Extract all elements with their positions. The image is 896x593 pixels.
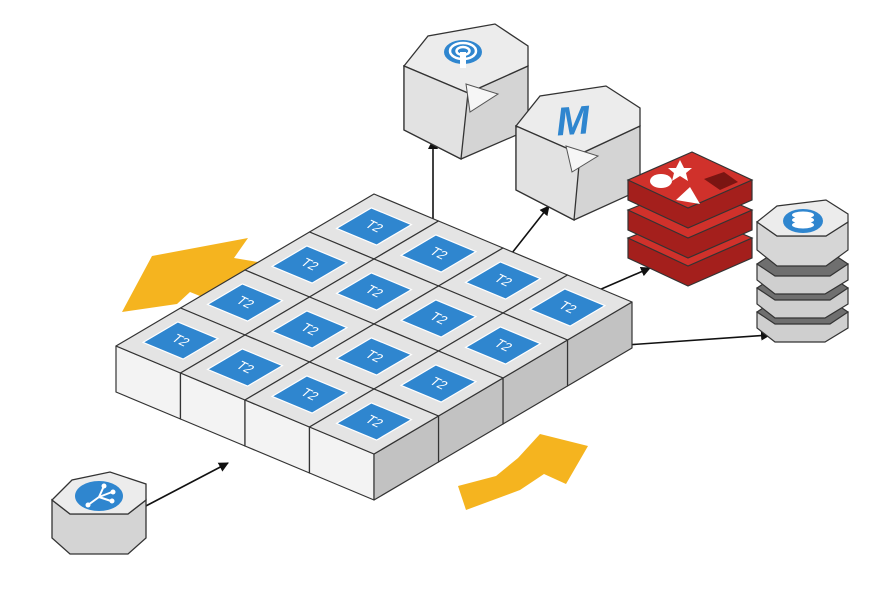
server-block[interactable]: T2 [308, 388, 440, 501]
load-balancer-node[interactable] [51, 471, 147, 555]
server-badge [335, 207, 413, 246]
server-badge [270, 310, 349, 349]
redis-cache-icon [650, 160, 738, 204]
scale-arrow-front [458, 434, 588, 510]
server-badge [399, 234, 478, 273]
server-badge [206, 283, 284, 322]
server-badge [270, 245, 349, 284]
connector-lb-to-grid [141, 462, 229, 509]
server-badge [464, 261, 542, 300]
server-badge [399, 299, 478, 338]
server-badge [270, 375, 349, 414]
server-badge [141, 321, 220, 360]
radio-tower-icon [444, 40, 482, 68]
mail-icon: M [555, 98, 593, 144]
scale-arrow-back [122, 238, 258, 312]
database-node[interactable] [755, 199, 850, 343]
mail-logo-letter: M [555, 98, 593, 144]
server-badge [206, 348, 284, 387]
monitoring-node[interactable] [402, 23, 529, 161]
connector-grid-to-database [625, 330, 771, 346]
server-badge [464, 326, 542, 365]
server-badge [335, 337, 413, 376]
server-badge [528, 288, 607, 327]
server-badge [335, 402, 413, 441]
server-badge [399, 364, 478, 403]
mail-node[interactable]: M [514, 85, 641, 222]
redis-node[interactable] [626, 151, 754, 287]
database-icon [783, 209, 823, 233]
load-balancer-icon [75, 481, 123, 511]
server-badge [335, 272, 413, 311]
